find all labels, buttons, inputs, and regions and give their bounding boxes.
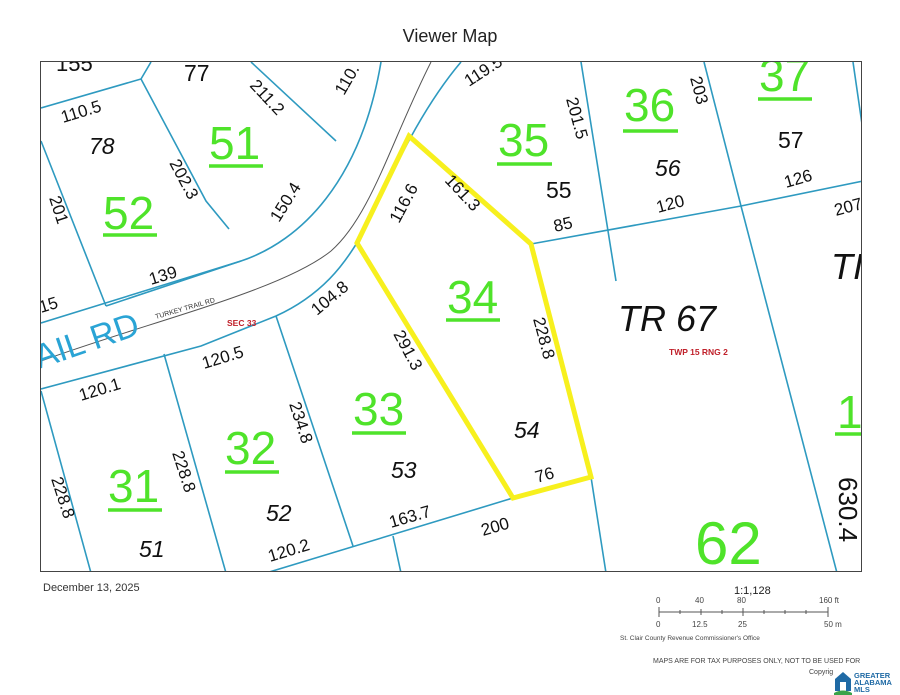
dim-207: 207 (832, 194, 862, 220)
lot-55: 55 (546, 177, 572, 203)
dim-228-8-subject: 228.8 (529, 315, 558, 361)
dim-120-5: 120.5 (200, 342, 246, 373)
scale-m-0: 0 (656, 620, 661, 629)
parcel-1[interactable]: 1 (837, 386, 862, 438)
lot-54: 54 (514, 417, 540, 443)
logo-text: GREATER ALABAMA MLS (854, 671, 892, 694)
lot-78: 78 (89, 133, 115, 159)
lot-57: 57 (778, 127, 804, 153)
lot-lines (41, 62, 861, 571)
parcel-map[interactable]: AIL RD TURKEY TRAIL RD SEC 33 TWP 15 RNG… (40, 61, 862, 572)
parcel-32[interactable]: 32 (225, 422, 276, 474)
map-title: Viewer Map (402, 26, 498, 46)
office-credit: St. Clair County Revenue Commissioner's … (620, 635, 760, 642)
dim-139: 139 (147, 262, 180, 288)
disclaimer: MAPS ARE FOR TAX PURPOSES ONLY, NOT TO B… (653, 658, 861, 665)
dim-85: 85 (552, 213, 575, 236)
parcel-34[interactable]: 34 (447, 271, 498, 323)
parcel-51[interactable]: 51 (209, 117, 260, 169)
dim-15: 15 (40, 293, 60, 317)
map-date: December 13, 2025 (43, 582, 140, 594)
scale-ft-0: 0 (656, 596, 661, 605)
lot-52: 52 (266, 500, 292, 526)
lot-77: 77 (184, 61, 210, 86)
dim-163-7: 163.7 (387, 502, 433, 532)
lot-51: 51 (139, 536, 165, 562)
lot-numbers: 77 78 55 56 57 54 53 52 51 (89, 61, 804, 562)
dim-228-8-left: 228.8 (47, 474, 78, 520)
copyright: Copyrig (809, 669, 834, 676)
lot-53: 53 (391, 457, 417, 483)
dim-126: 126 (782, 166, 815, 192)
dim-116-6: 116.6 (386, 181, 422, 226)
parcel-35[interactable]: 35 (498, 114, 549, 166)
parcel-numbers: 51 52 35 36 37 34 33 32 31 62 1 (103, 61, 862, 572)
dim-155: 155 (56, 61, 93, 76)
scale-ft-160: 160 ft (819, 596, 840, 605)
parcel-52[interactable]: 52 (103, 187, 154, 239)
parcel-37[interactable]: 37 (759, 61, 810, 101)
dim-630-4: 630.4 (833, 477, 862, 542)
dim-200: 200 (479, 514, 512, 540)
dim-228-8-mid: 228.8 (168, 448, 199, 494)
dim-161-3: 161.3 (441, 171, 484, 215)
dim-120: 120 (654, 191, 686, 217)
dim-211-2: 211.2 (246, 76, 288, 119)
dim-202-3: 202.3 (165, 156, 202, 202)
dim-76: 76 (533, 463, 556, 486)
dim-234-8: 234.8 (285, 399, 316, 445)
scale-ft-40: 40 (695, 596, 704, 605)
lot-56: 56 (655, 155, 681, 181)
tract-label-tr67: TR 67 (618, 298, 718, 339)
house-icon (834, 671, 852, 695)
dim-110-top: 110. (331, 61, 363, 98)
logo-line-2: ALABAMA (854, 678, 892, 687)
logo-line-1: GREATER (854, 671, 891, 680)
subject-parcel-outline[interactable] (354, 131, 595, 501)
parcel-36[interactable]: 36 (624, 79, 675, 131)
logo-line-3: MLS (854, 685, 870, 694)
scale-m-12-5: 12.5 (692, 620, 708, 629)
dim-104-8: 104.8 (307, 277, 352, 319)
dim-150-4: 150.4 (266, 179, 305, 225)
scale-ft-80: 80 (737, 596, 746, 605)
scale-ratio: 1:1,128 (734, 585, 771, 597)
parcel-62[interactable]: 62 (695, 510, 762, 572)
township-range-label: TWP 15 RNG 2 (669, 347, 728, 357)
scale-bar: 0 40 80 160 ft 0 12.5 25 50 m (650, 592, 870, 637)
dim-119-5: 119.5 (461, 61, 506, 90)
scale-m-50: 50 m (824, 620, 842, 629)
parcel-33[interactable]: 33 (353, 383, 404, 435)
greater-alabama-mls-logo: GREATER ALABAMA MLS (834, 670, 900, 695)
section-label: SEC 33 (227, 318, 257, 328)
road-label-small: TURKEY TRAIL RD (155, 297, 216, 321)
parcel-31[interactable]: 31 (108, 460, 159, 512)
scale-m-25: 25 (738, 620, 747, 629)
dim-120-1: 120.1 (77, 374, 123, 405)
tract-label-partial: TI (831, 246, 862, 287)
dim-201: 201 (45, 193, 72, 226)
